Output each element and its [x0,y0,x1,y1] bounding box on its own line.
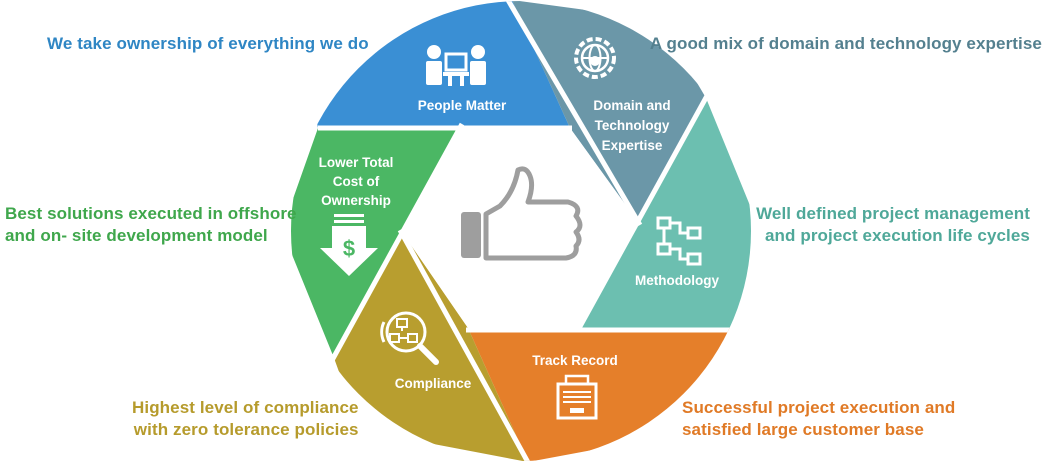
segment-label-cost-2: Cost of [333,174,380,189]
svg-text:$: $ [343,236,355,261]
segment-label-domain-3: Expertise [602,138,663,153]
flowchart-icon [656,216,702,266]
segment-label-cost-3: Ownership [321,193,391,208]
segment-label-cost-1: Lower Total [319,155,394,170]
thumbs-up-icon [461,166,583,261]
segment-lower-cost [291,128,460,358]
segment-compliance [334,232,528,461]
magnifier-process-icon [380,311,439,365]
segment-domain-expertise [512,1,706,222]
segment-methodology [580,98,751,328]
globe-gear-icon [574,37,616,79]
caption-people-matter: We take ownership of everything we do [47,34,369,53]
segment-label-compliance: Compliance [395,376,472,391]
segment-label-domain-2: Technology [595,118,670,133]
segment-label-people: People Matter [418,98,507,113]
people-meeting-icon [426,45,486,86]
segment-label-domain-1: Domain and [593,98,670,113]
segment-label-track: Track Record [532,353,618,368]
segment-label-methodology: Methodology [635,273,719,288]
caption-domain-expertise: A good mix of domain and technology expe… [649,34,1042,53]
dollar-down-arrow-icon: $ [320,214,378,276]
file-drawer-icon [556,374,598,420]
